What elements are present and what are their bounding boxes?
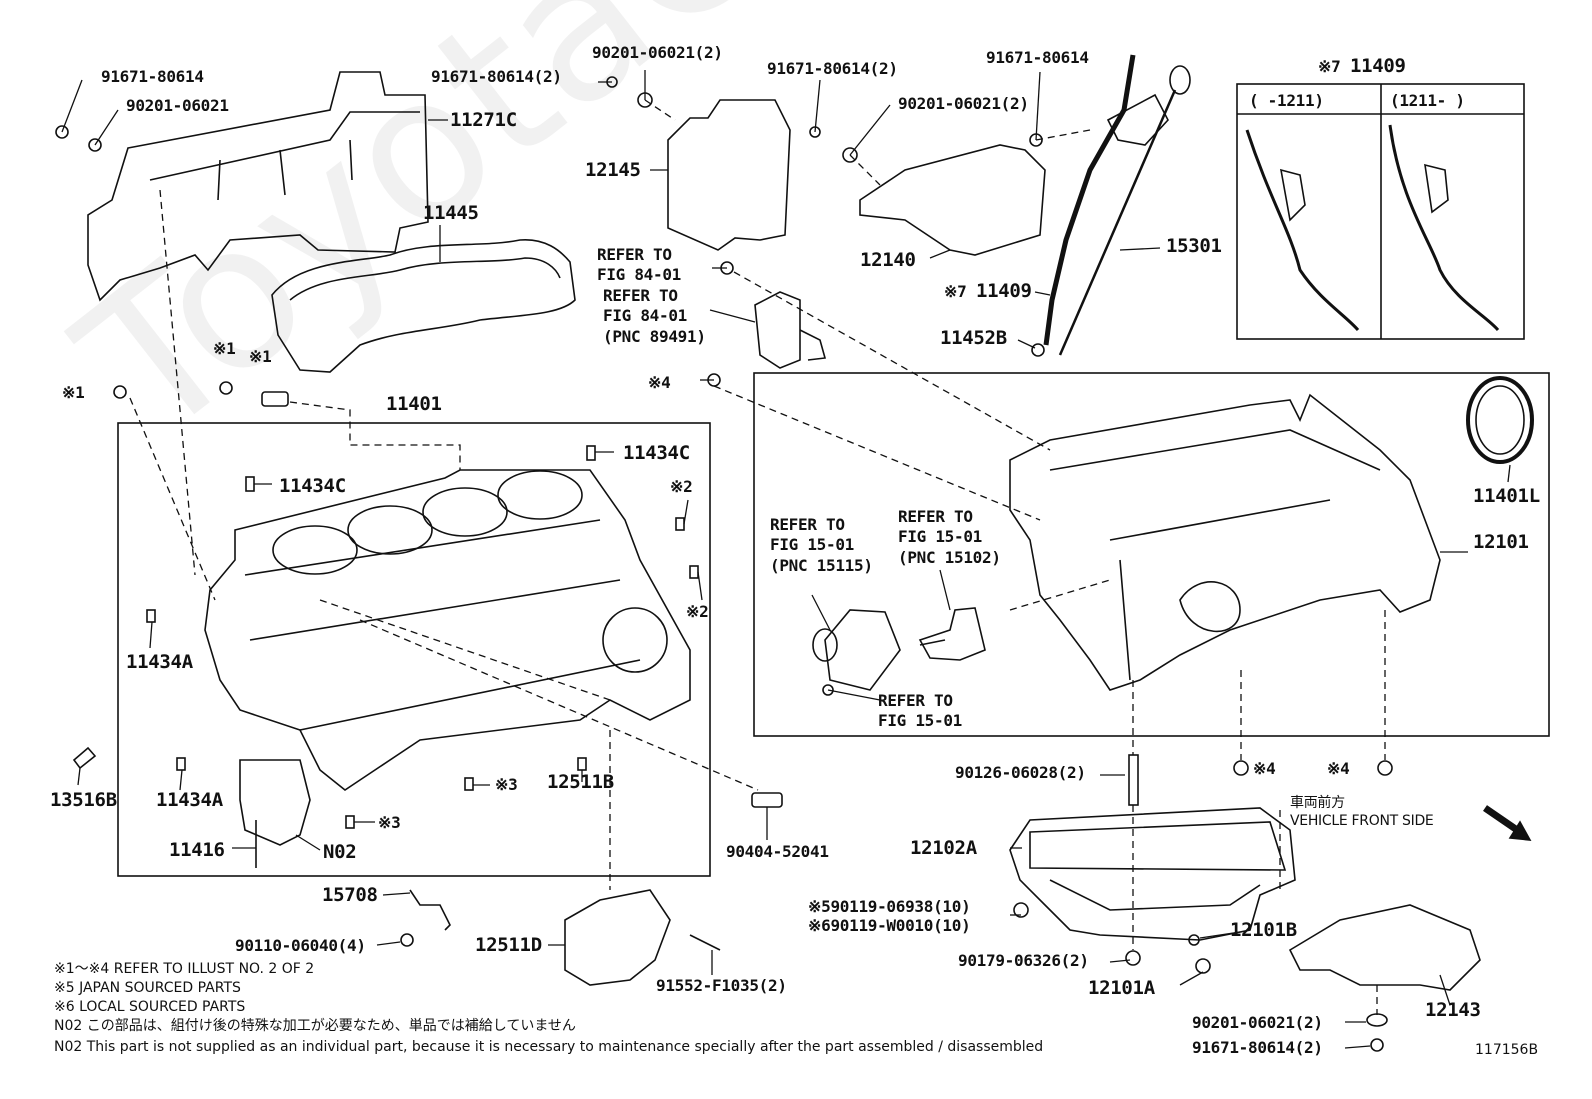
part-label-12145: 12145 (585, 159, 641, 181)
note-mark-4: ※4 (648, 373, 671, 392)
refer-fig: FIG 84-01 (603, 306, 687, 325)
footnote: ※6 LOCAL SOURCED PARTS (54, 999, 246, 1015)
part-label-90110-06040: 90110-06040(4) (235, 936, 366, 955)
bracket-12511D-shape (564, 889, 671, 986)
part-label-90201-06021-br: 90201-06021(2) (1192, 1013, 1323, 1032)
part-label-91671-80614-br: 91671-80614(2) (1192, 1038, 1323, 1057)
part-label-12101: 12101 (1473, 531, 1529, 553)
part-label-15708: 15708 (322, 884, 378, 906)
part-label-12511D: 12511D (475, 934, 542, 956)
part-label-12140: 12140 (860, 249, 916, 271)
part-label-90201-06021: 90201-06021 (126, 96, 229, 115)
cylinder-block-box (117, 422, 711, 877)
refer-text: REFER TO (603, 286, 678, 305)
gasket-shape (271, 239, 576, 373)
part-label-90201-06021-x2-b: 90201-06021(2) (898, 94, 1029, 113)
refer-fig: FIG 15-01 (898, 527, 982, 546)
part-label-13516B: 13516B (50, 789, 117, 811)
plate-12143-shape (1288, 904, 1481, 991)
refer-fig: FIG 15-01 (878, 711, 962, 730)
inset-title: 11409 (1350, 55, 1406, 77)
refer-pnc: (PNC 15115) (770, 556, 873, 575)
dipstick-shape (1058, 89, 1177, 356)
part-label-11409: 11409 (976, 280, 1032, 302)
oil-seal-shape (1466, 376, 1534, 464)
inset-col-left: ( -1211) (1249, 91, 1324, 110)
part-label-N02: N02 (323, 841, 357, 863)
upper-oil-pan-shape (1009, 393, 1441, 691)
note-mark-2: ※2 (670, 477, 693, 496)
part-label-12101A: 12101A (1088, 977, 1155, 999)
part-label-12511B: 12511B (547, 771, 614, 793)
part-label-11434A: 11434A (126, 651, 193, 673)
part-label-90404-52041: 90404-52041 (726, 842, 829, 861)
refer-text: REFER TO (770, 515, 845, 534)
part-label-91671-80614-x2-b: 91671-80614(2) (767, 59, 898, 78)
part-label-90119-06938: ※590119-06938(10) (808, 897, 971, 916)
note-mark-7: ※7 (944, 282, 967, 301)
part-label-90126-06028: 90126-06028(2) (955, 763, 1086, 782)
inset-col-right: (1211- ) (1390, 91, 1465, 110)
part-label-90201-06021-x2: 90201-06021(2) (592, 43, 723, 62)
part-label-91671-80614-tr: 91671-80614 (986, 48, 1089, 67)
oil-pan-upper-box (753, 372, 1550, 737)
refer-text: REFER TO (878, 691, 953, 710)
part-label-91671-80614: 91671-80614 (101, 67, 204, 86)
note-mark-7: ※7 (1318, 57, 1341, 76)
lower-oil-pan-shape (1009, 807, 1296, 941)
footnote: N02 この部品は、組付け後の特殊な加工が必要なため、単品では補給していません (54, 1018, 576, 1034)
part-label-11401L: 11401L (1473, 485, 1540, 507)
note-mark-1: ※1 (249, 347, 272, 366)
part-label-90179-06326: 90179-06326(2) (958, 951, 1089, 970)
note-mark-4: ※4 (1327, 759, 1350, 778)
note-mark-4: ※4 (1253, 759, 1276, 778)
bracket-12145-shape (667, 99, 791, 251)
part-label-11434A: 11434A (156, 789, 223, 811)
part-label-11401: 11401 (386, 393, 442, 415)
part-label-11271C: 11271C (450, 109, 517, 131)
dipstick-guide-shape (1043, 54, 1136, 346)
part-label-11434C: 11434C (623, 442, 690, 464)
part-label-90119-W0010: ※690119-W0010(10) (808, 916, 971, 935)
part-label-11445: 11445 (423, 202, 479, 224)
refer-text: REFER TO (898, 507, 973, 526)
part-label-12101B: 12101B (1230, 919, 1297, 941)
refer-pnc: (PNC 15102) (898, 548, 1001, 567)
cylinder-block-shape (204, 469, 691, 791)
part-label-91552-F1035: 91552-F1035(2) (656, 976, 787, 995)
note-mark-1: ※1 (62, 383, 85, 402)
vehicle-front-label-jp: 車両前方 (1290, 795, 1345, 811)
refer-pnc: (PNC 89491) (603, 327, 706, 346)
note-mark-1: ※1 (213, 339, 236, 358)
note-mark-3: ※3 (378, 813, 401, 832)
part-label-15301: 15301 (1166, 235, 1222, 257)
bracket-12140-shape (859, 144, 1046, 256)
part-label-11416: 11416 (169, 839, 225, 861)
refer-text: REFER TO (597, 245, 672, 264)
refer-fig: FIG 84-01 (597, 265, 681, 284)
part-label-12102A: 12102A (910, 837, 977, 859)
footnote: ※5 JAPAN SOURCED PARTS (54, 980, 241, 996)
vehicle-front-label: VEHICLE FRONT SIDE (1290, 813, 1434, 829)
part-label-12143: 12143 (1425, 999, 1481, 1021)
note-mark-3: ※3 (495, 775, 518, 794)
note-mark-2: ※2 (686, 602, 709, 621)
part-label-11434C: 11434C (279, 475, 346, 497)
part-label-91671-80614-x2: 91671-80614(2) (431, 67, 562, 86)
footnote: N02 This part is not supplied as an indi… (54, 1039, 1044, 1055)
cylinder-head-cover-shape (87, 71, 429, 302)
refer-fig: FIG 15-01 (770, 535, 854, 554)
oil-pump-shape (824, 609, 901, 691)
diagram-id: 117156B (1475, 1042, 1539, 1058)
part-label-11452B: 11452B (940, 327, 1007, 349)
footnote: ※1～※4 REFER TO ILLUST NO. 2 OF 2 (54, 961, 315, 977)
